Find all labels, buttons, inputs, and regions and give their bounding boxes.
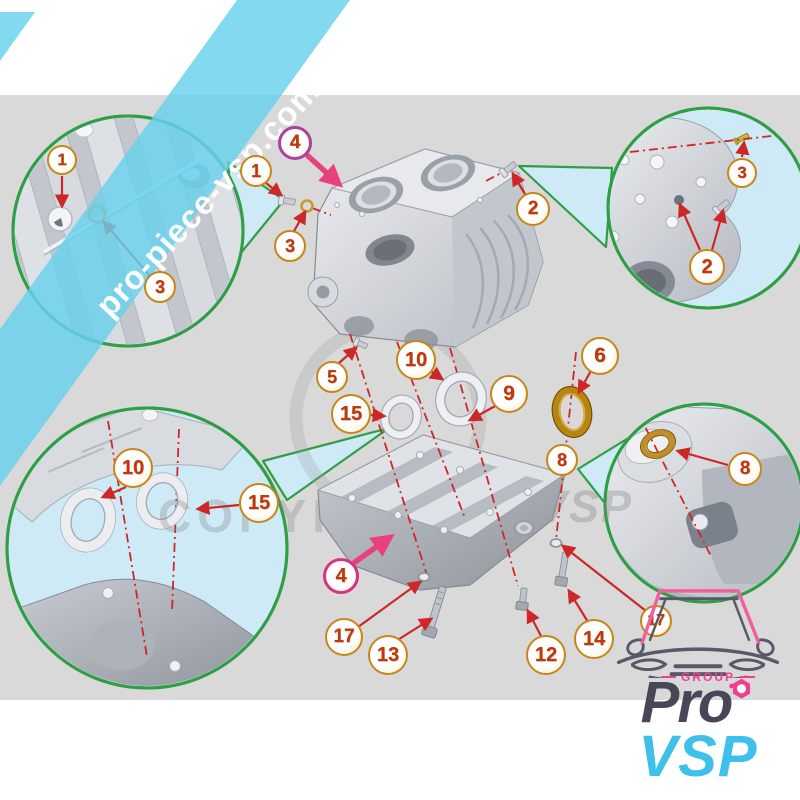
- bolt-part-2: [498, 161, 518, 179]
- nut-icon: [729, 678, 751, 699]
- callout-3-main: 3: [274, 230, 306, 262]
- bearing-shell-part-detail: [136, 472, 188, 530]
- callout-12-main: 12: [526, 635, 566, 675]
- callout-4-bottom: 4: [323, 558, 359, 594]
- callout-8-detail-br: 8: [728, 452, 762, 486]
- callout-13-main: 13: [368, 635, 408, 675]
- bolt-hole-part: [674, 195, 684, 205]
- cylinder-bore: [420, 154, 476, 192]
- group-label: GROUP: [680, 670, 735, 684]
- callout-5-main: 5: [316, 361, 348, 393]
- callout-17-left: 17: [325, 618, 363, 656]
- bolt-part-5: [352, 336, 368, 349]
- callout-15-detail-bl: 15: [239, 483, 279, 523]
- callout-15-main: 15: [331, 394, 371, 434]
- brand-vsp-text: VSP: [638, 724, 758, 789]
- callout-2-detail-tr: 2: [689, 249, 725, 285]
- brand-logo: GROUP Pro VSP: [596, 576, 800, 798]
- callout-3-detail-tl: 3: [144, 271, 176, 303]
- bolt-part-1: [277, 194, 296, 206]
- callout-arrows: [54, 140, 750, 642]
- bearing-shell-part-detail: [59, 487, 117, 553]
- callout-3-detail-tr: 3: [727, 158, 757, 188]
- pointer-wedge-bottom-left: [261, 426, 391, 502]
- callout-10-detail-bl: 10: [113, 448, 153, 488]
- leader-lines: [311, 171, 577, 587]
- group-label-row: GROUP: [638, 670, 778, 684]
- car-outline-illustration: [616, 589, 780, 678]
- group-dash-right: [740, 676, 755, 678]
- cylinder-bore: [348, 176, 404, 214]
- bearing-shell-part-10: [435, 371, 487, 427]
- brand-pro-row: Pro: [596, 674, 800, 734]
- callout-6-main: 6: [581, 337, 619, 375]
- callout-1-main: 1: [240, 155, 272, 187]
- washer-part-8: [549, 538, 563, 548]
- oring-part-3: [300, 199, 314, 213]
- callout-8-main: 8: [546, 444, 578, 476]
- callout-1-detail-tl: 1: [47, 145, 77, 175]
- oil-pan-illustration: [317, 434, 566, 591]
- washer-part-17: [417, 572, 431, 582]
- copper-washer-part-detail: [639, 429, 677, 459]
- callout-4-top: 4: [278, 126, 312, 160]
- group-dash-left: [660, 676, 676, 678]
- callout-9-main: 9: [490, 375, 528, 413]
- seal-ring-part-6: [551, 385, 593, 439]
- bolt-part-14: [554, 551, 569, 587]
- callout-14-main: 14: [574, 619, 614, 659]
- brand-pro-text: Pro: [640, 670, 734, 735]
- callout-10-main: 10: [396, 340, 436, 380]
- detail-view-bottom-right-content: [607, 406, 800, 600]
- bolt-part-12: [515, 587, 529, 611]
- callout-2-main: 2: [516, 192, 550, 226]
